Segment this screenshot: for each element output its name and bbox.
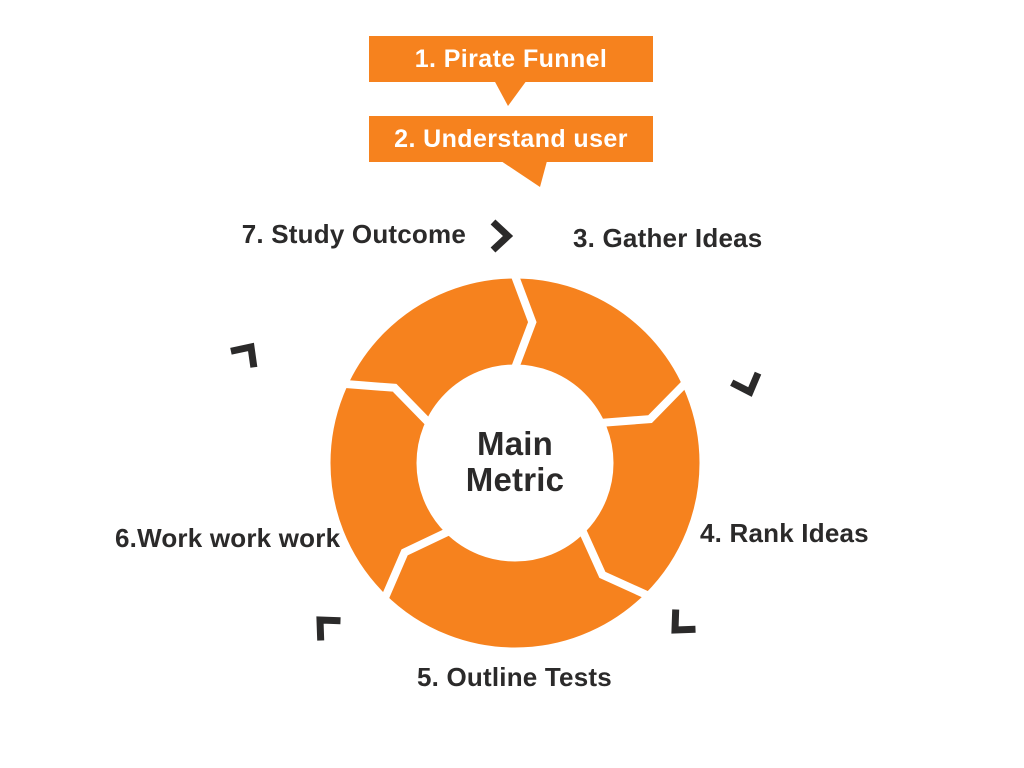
chevron-down-right-icon	[730, 371, 762, 397]
center-label-line2: Metric	[465, 461, 565, 498]
cycle-ring	[330, 278, 700, 648]
banner-pirate-funnel: 1. Pirate Funnel	[369, 36, 653, 82]
banner-understand-user: 2. Understand user	[369, 116, 653, 162]
chevron-up-left-icon	[316, 616, 341, 641]
segment-divider-bottom-left	[381, 527, 451, 600]
banner-understand-user-pointer-icon	[501, 161, 547, 187]
banner-understand-user-label: 2. Understand user	[394, 124, 628, 153]
segment-divider-left	[345, 380, 432, 426]
segment-divider-bottom-right	[578, 528, 649, 599]
segment-divider-top	[511, 274, 537, 370]
step-label-outline-tests: 5. Outline Tests	[417, 662, 612, 692]
step-label-study-outcome: 7. Study Outcome	[241, 219, 466, 249]
step-label-gather-ideas: 3. Gather Ideas	[573, 223, 763, 253]
banner-pirate-funnel-pointer-icon	[494, 80, 527, 106]
step-label-rank-ideas: 4. Rank Ideas	[700, 518, 869, 548]
chevron-right-icon	[490, 219, 514, 253]
flow-chevrons	[230, 219, 762, 641]
segment-divider-right	[600, 381, 688, 427]
chevron-up-right-icon	[230, 342, 258, 368]
center-label-line1: Main	[477, 425, 553, 462]
banner-pirate-funnel-label: 1. Pirate Funnel	[414, 44, 608, 73]
segment-dividers	[345, 274, 688, 600]
chevron-down-left-icon	[671, 609, 696, 634]
center-main-metric-label: Main Metric	[395, 426, 635, 498]
step-label-work-work-work: 6.Work work work	[115, 523, 341, 553]
